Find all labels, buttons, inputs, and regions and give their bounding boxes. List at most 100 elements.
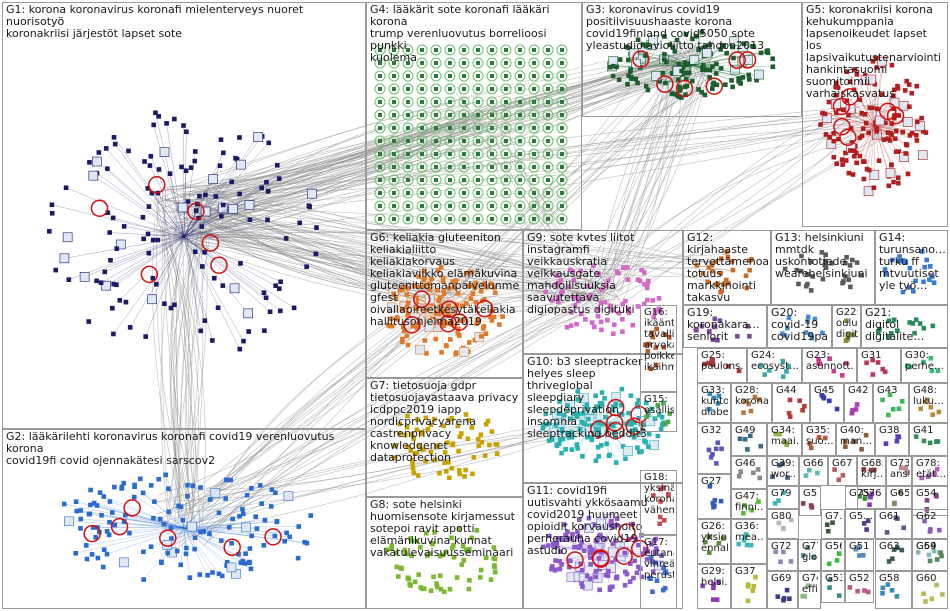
node xyxy=(88,170,99,181)
edge xyxy=(124,226,185,238)
edge xyxy=(183,527,208,576)
self-loop-node xyxy=(486,122,498,134)
node xyxy=(518,87,522,91)
self-loop-node xyxy=(388,83,400,95)
edge xyxy=(183,527,290,538)
node xyxy=(276,176,282,181)
node xyxy=(532,87,536,91)
node xyxy=(172,116,177,122)
node xyxy=(610,73,616,79)
self-loop-node xyxy=(388,122,400,134)
node xyxy=(532,126,536,130)
group-label: G35: suo… xyxy=(806,425,833,447)
edge xyxy=(177,527,185,552)
edge xyxy=(183,222,300,238)
group-label: G79 xyxy=(771,488,792,499)
self-loop-node xyxy=(388,148,400,160)
group-box-g12: G12: kirjahaaste tervettämenoa totuus ma… xyxy=(683,230,771,305)
node xyxy=(560,48,564,52)
node xyxy=(850,172,856,177)
node xyxy=(702,47,712,58)
self-loop-node xyxy=(528,96,540,108)
edge xyxy=(180,527,185,565)
self-loop-node xyxy=(514,122,526,134)
self-loop-node xyxy=(528,174,540,186)
edge xyxy=(201,227,715,264)
node xyxy=(241,338,246,344)
node xyxy=(518,217,522,221)
edge xyxy=(183,527,250,549)
node xyxy=(667,42,673,47)
node xyxy=(406,178,410,182)
node xyxy=(906,82,912,87)
group-box-g58: G58 xyxy=(875,571,912,609)
group-box-g63: G63 xyxy=(875,539,912,571)
node xyxy=(78,526,83,531)
node xyxy=(434,48,438,52)
node xyxy=(197,193,202,199)
node xyxy=(49,210,55,216)
node xyxy=(392,48,396,52)
node xyxy=(392,139,396,143)
node xyxy=(277,286,282,291)
self-loop-node xyxy=(430,70,442,82)
group-label: G28: korona… xyxy=(735,385,769,407)
self-loop-node xyxy=(416,44,428,56)
edge xyxy=(183,527,246,564)
node xyxy=(448,74,452,78)
self-loop-node xyxy=(458,174,470,186)
edge xyxy=(598,96,856,303)
node xyxy=(462,217,466,221)
node xyxy=(699,29,705,35)
node xyxy=(93,535,99,540)
node xyxy=(822,111,828,117)
group-box-g34: G34: maai… xyxy=(767,423,802,456)
node xyxy=(730,64,740,75)
node xyxy=(406,48,410,52)
edge xyxy=(190,243,453,308)
node xyxy=(696,47,702,53)
node xyxy=(244,200,255,210)
edge xyxy=(856,74,876,126)
node xyxy=(490,48,494,52)
node xyxy=(188,165,194,170)
node xyxy=(392,178,396,182)
node xyxy=(261,290,267,295)
self-loop-node xyxy=(416,200,428,212)
node xyxy=(826,99,832,105)
self-loop-node xyxy=(444,96,456,108)
edge xyxy=(613,42,686,286)
node xyxy=(532,61,536,65)
edge xyxy=(129,527,185,534)
edge xyxy=(419,287,615,299)
edge xyxy=(160,222,595,290)
node xyxy=(217,163,223,168)
node xyxy=(476,74,480,78)
group-box-g50: G5… xyxy=(799,486,821,516)
node xyxy=(628,48,639,59)
node xyxy=(392,204,396,208)
edge xyxy=(456,88,711,296)
node xyxy=(420,178,424,182)
self-loop-node xyxy=(458,122,470,134)
node xyxy=(546,139,550,143)
group-label: G77: glo… xyxy=(802,541,818,563)
node xyxy=(192,158,198,164)
node xyxy=(645,87,651,93)
edge xyxy=(874,125,913,134)
self-loop-node xyxy=(416,96,428,108)
edge xyxy=(169,222,196,521)
self-loop-node xyxy=(514,83,526,95)
group-box-g5: G5: koronakriisi korona kehukumppania la… xyxy=(802,2,948,227)
group-box-g35: G35: suo… xyxy=(802,423,836,456)
edge xyxy=(179,202,197,510)
self-loop-node xyxy=(500,70,512,82)
node xyxy=(532,191,536,195)
group-box-g65: G65 xyxy=(886,486,912,509)
node xyxy=(854,72,860,77)
node xyxy=(198,328,204,334)
node xyxy=(223,477,229,483)
self-loop-node xyxy=(514,174,526,186)
node xyxy=(719,42,725,48)
node xyxy=(532,152,536,156)
